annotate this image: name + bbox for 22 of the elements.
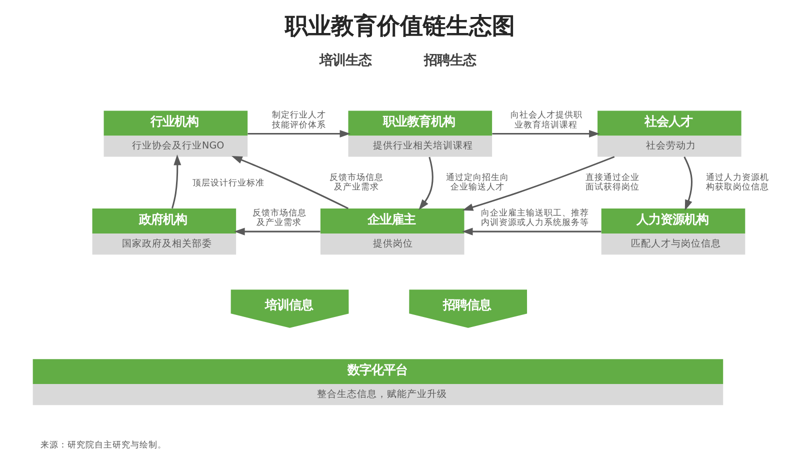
arrow — [462, 228, 601, 236]
arrow — [418, 156, 433, 210]
label: 培训生态 — [318, 53, 371, 68]
arrow — [683, 156, 692, 211]
edge-label: 通过人力资源机构获取岗位信息 — [705, 172, 768, 193]
edge-label: 向社会人才提供职业教育培训课程 — [510, 110, 582, 130]
edge-label: 直接通过企业面试获得岗位 — [585, 172, 640, 193]
label: 来源：研究院自主研究与绘制。 — [40, 440, 166, 450]
arrow — [492, 130, 600, 138]
label: 招聘生态 — [423, 53, 476, 68]
arrow — [462, 156, 614, 211]
edge-label: 通过定向招生向企业输送人才 — [446, 172, 509, 193]
edge-label: 反馈市场信息及产业需求 — [252, 208, 306, 228]
edge-label: 向企业雇主输送职工、推荐内训资源或人力系统服务等 — [480, 208, 589, 228]
arrow — [234, 228, 320, 236]
diagram-title: 职业教育价值链生态图 — [284, 13, 514, 40]
edge-label: 制定行业人才技能评价体系 — [272, 110, 326, 130]
edge-label: 顶层设计行业标准 — [192, 178, 264, 188]
arrow — [231, 156, 348, 210]
arrow — [170, 154, 181, 209]
edge-label: 反馈市场信息及产业需求 — [329, 172, 384, 193]
arrow — [247, 130, 350, 138]
